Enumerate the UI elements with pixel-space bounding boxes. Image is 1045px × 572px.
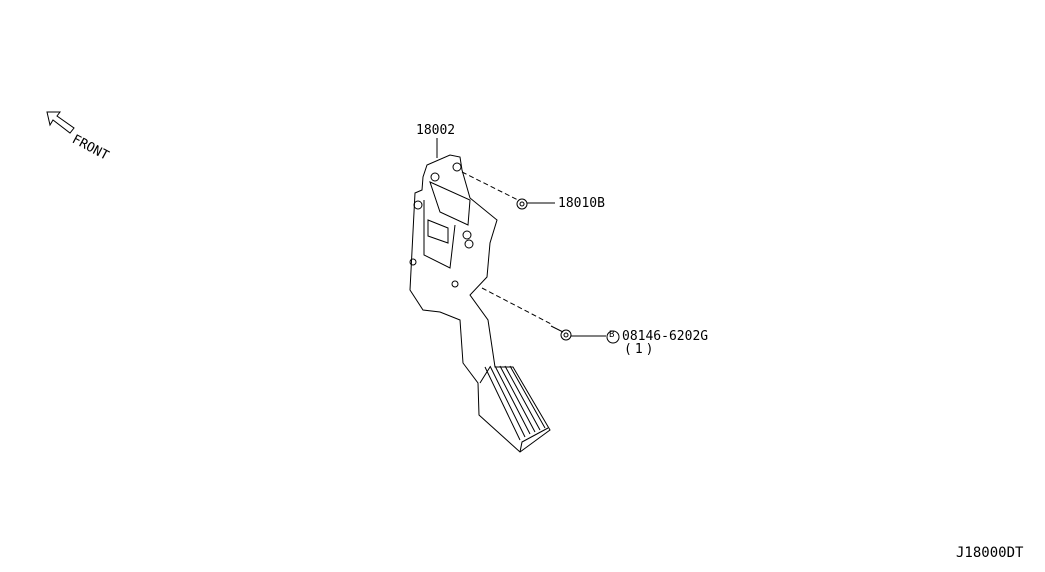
leader-lines bbox=[436, 138, 606, 337]
part-label-18002[interactable]: 18002 bbox=[416, 123, 456, 138]
diagram-code: J18000DT bbox=[956, 545, 1024, 561]
part-label-08146-6202g[interactable]: 08146-6202G bbox=[622, 329, 709, 344]
bolt-prefix: B bbox=[609, 330, 615, 340]
part-label-18010b[interactable]: 18010B bbox=[558, 196, 605, 211]
nut-18010b bbox=[516, 198, 528, 210]
bolt-08146 bbox=[550, 325, 572, 341]
front-arrow-icon bbox=[46, 111, 75, 134]
bolt-prefix-circle-icon bbox=[606, 330, 620, 344]
accelerator-pedal-assembly bbox=[409, 154, 551, 453]
part-quantity: (1) bbox=[624, 342, 657, 357]
